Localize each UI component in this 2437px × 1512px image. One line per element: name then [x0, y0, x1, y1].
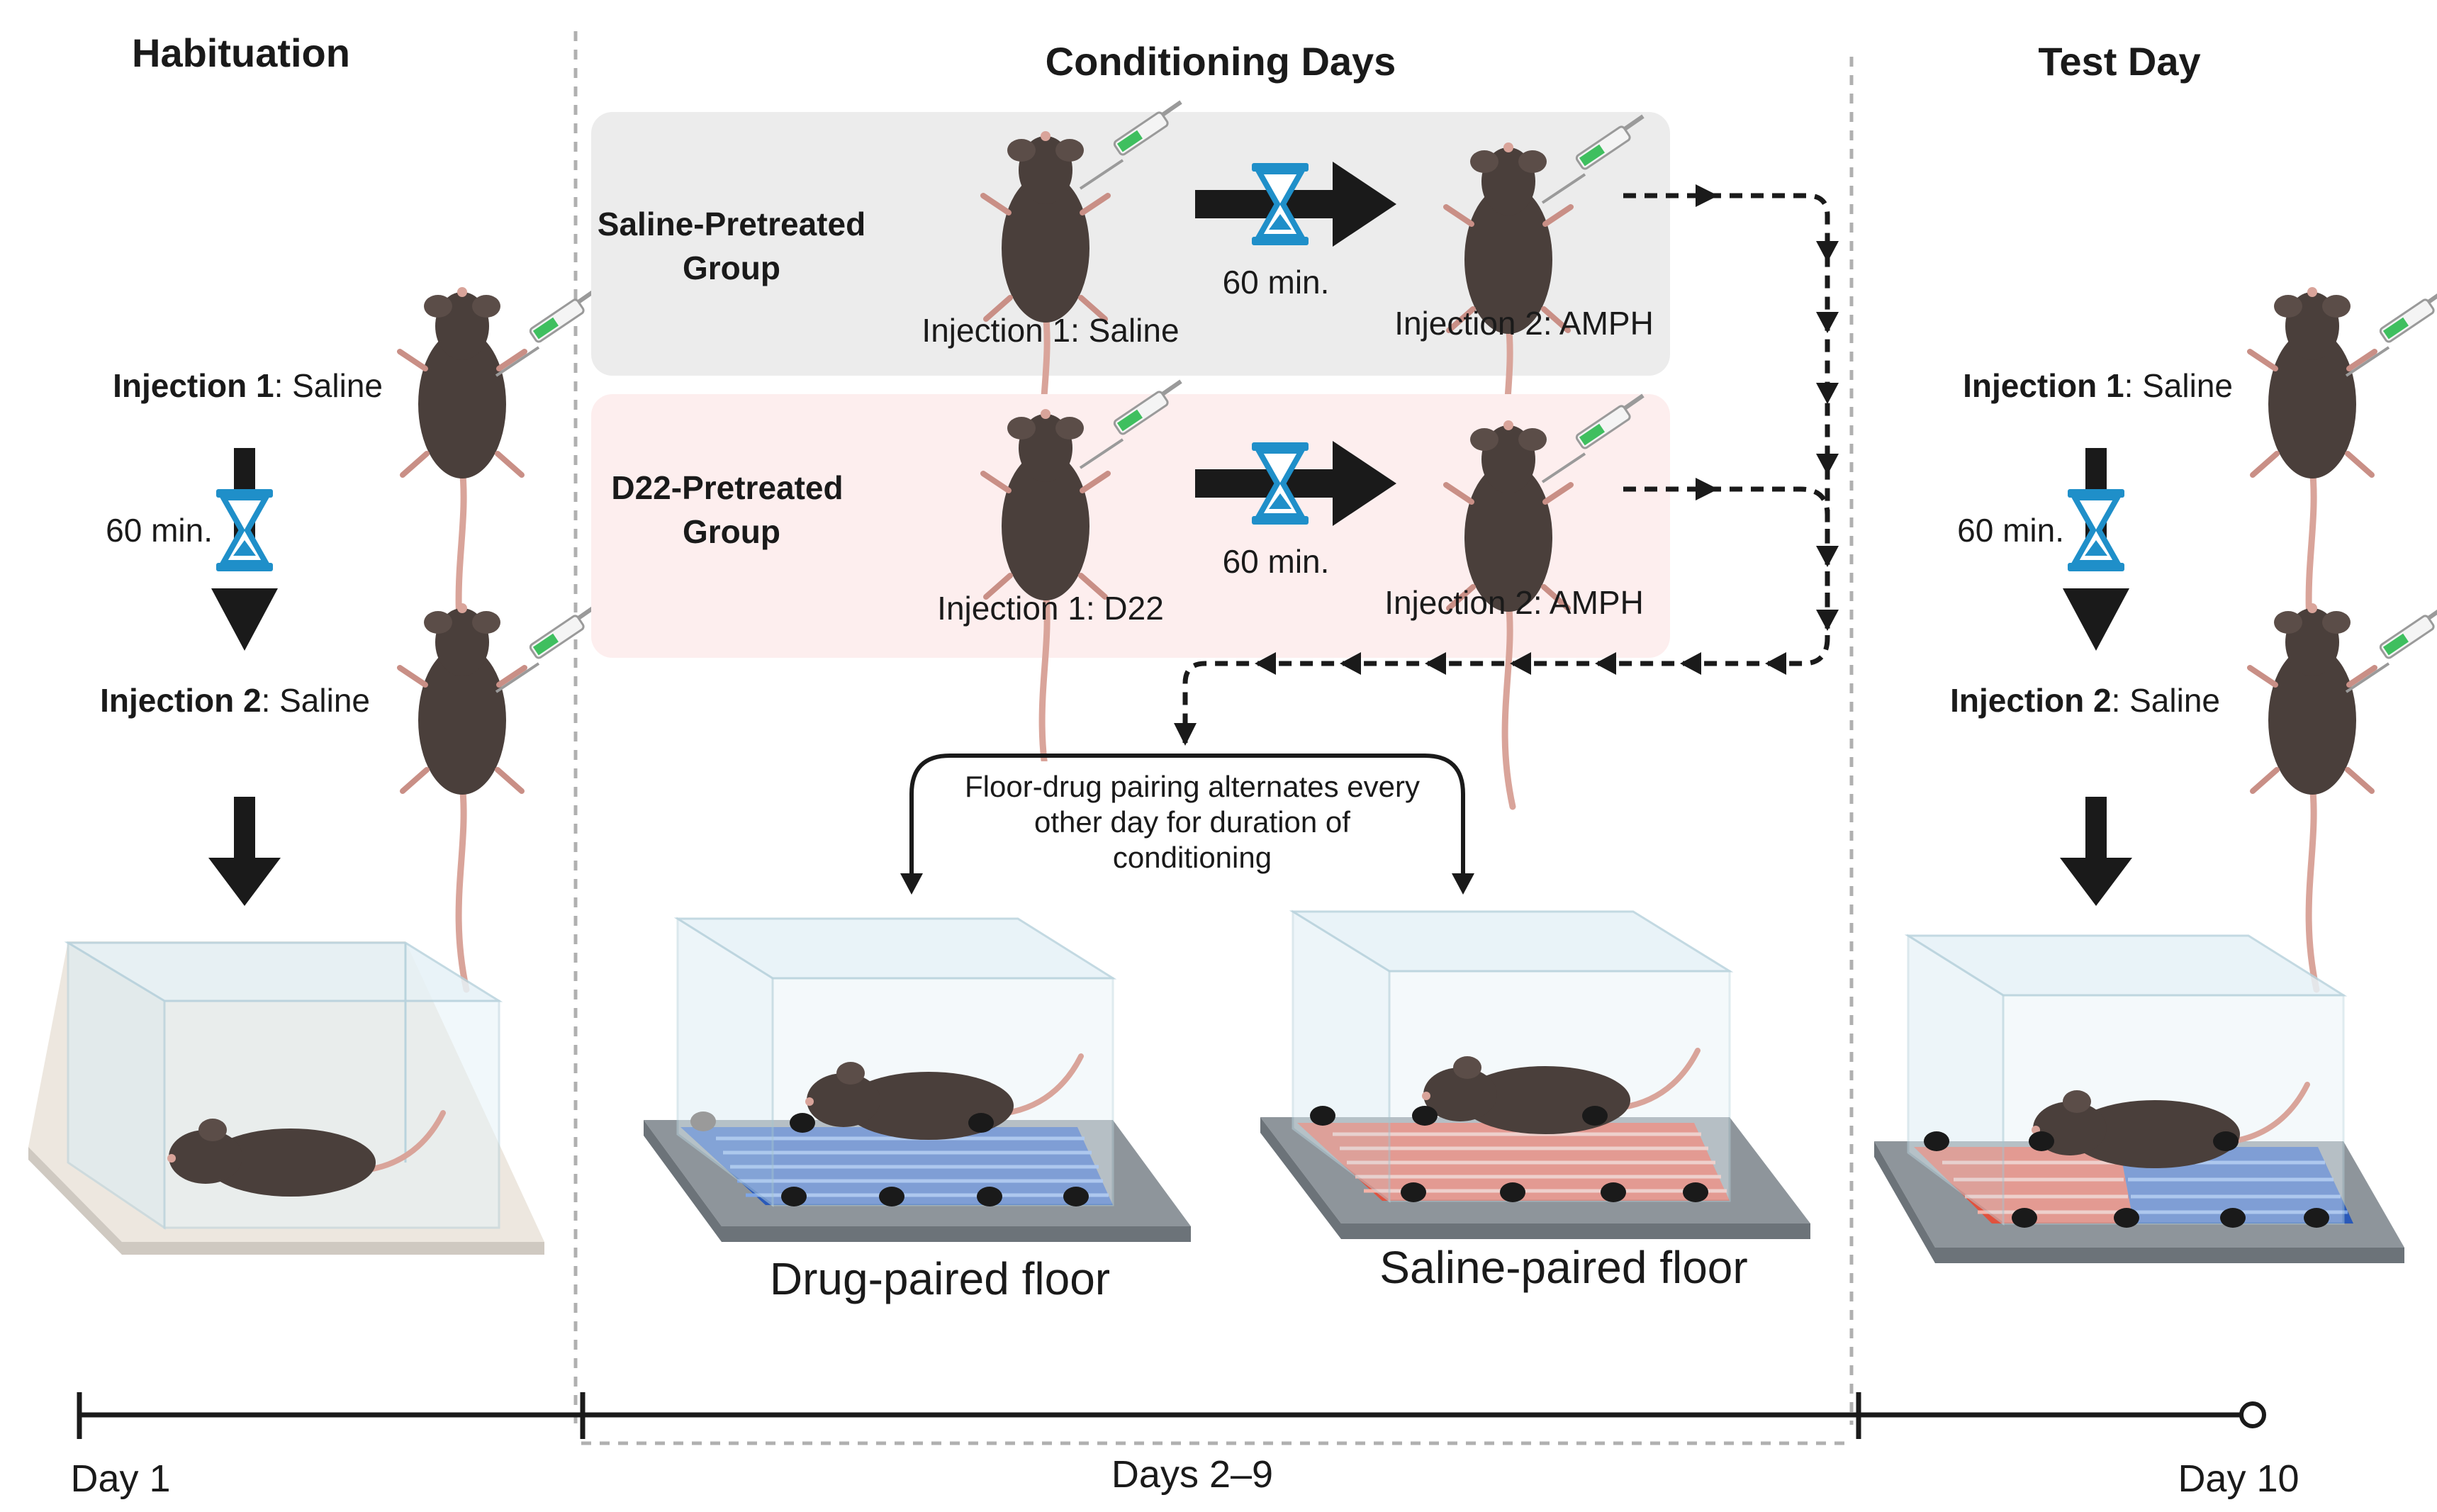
saline-wait-label: 60 min. [1223, 264, 1330, 301]
svg-text:Injection 1: Saline: Injection 1: Saline [113, 367, 383, 404]
test-wait-label: 60 min. [1957, 512, 2064, 549]
timeline-day1-label: Day 1 [70, 1457, 170, 1500]
habituation-cage [28, 941, 544, 1255]
test-arrow-head [2063, 588, 2129, 651]
pairing-arrow-right [1452, 873, 1474, 895]
d22-wait-arrow-head [1333, 441, 1396, 526]
timeline-day10-label: Day 10 [2178, 1457, 2299, 1500]
pairing-arrow-left [900, 873, 923, 895]
habituation-injection-2: Injection 2: Saline [100, 682, 370, 719]
pairing-note-bg [947, 761, 1429, 875]
saline-wait-arrow-head [1333, 162, 1396, 247]
test-hourglass-icon [2068, 489, 2124, 571]
pairing-note-line2: other day for duration of [1034, 805, 1350, 839]
svg-text:Injection 1: Saline: Injection 1: Saline [1963, 367, 2233, 404]
svg-text:Injection 2: Saline: Injection 2: Saline [100, 682, 370, 719]
saline-group-label-1: Saline-Pretreated [598, 206, 865, 242]
timeline [77, 1392, 2266, 1439]
svg-text:Injection 2: Saline: Injection 2: Saline [1950, 682, 2220, 719]
drug-floor-label: Drug-paired floor [770, 1253, 1110, 1304]
pairing-note-line3: conditioning [1113, 841, 1272, 874]
d22-group-label-1: D22-Pretreated [611, 469, 843, 506]
d22-group-label-2: Group [683, 513, 780, 550]
saline-floor-label: Saline-paired floor [1379, 1242, 1747, 1293]
test-inj2-bold: Injection 2 [1950, 682, 2111, 719]
test-arrow2-shaft [2085, 797, 2107, 861]
test-cage [1874, 934, 2404, 1263]
section-title-conditioning: Conditioning Days [1046, 39, 1396, 84]
hab-mouse-2-icon [400, 603, 525, 990]
pairing-bracket [909, 754, 1465, 879]
timeline-days-mid-label: Days 2–9 [1111, 1453, 1273, 1496]
drug-paired-cage [644, 917, 1191, 1242]
hab-arrow2-head [208, 858, 281, 906]
hab-inj1-bold: Injection 1 [113, 367, 274, 404]
d22-inj2-label: Injection 2: AMPH [1384, 584, 1644, 621]
hab-inj2-bold: Injection 2 [100, 682, 261, 719]
saline-wait-arrow-shaft [1195, 190, 1337, 218]
d22-group-panel [591, 394, 1670, 658]
habituation-injection-1: Injection 1: Saline [113, 367, 383, 404]
test-injection-1: Injection 1: Saline [1963, 367, 2233, 404]
d22-wait-label: 60 min. [1223, 543, 1330, 580]
hab-arrow2-shaft [234, 797, 255, 861]
test-inj2-rest: : Saline [2112, 682, 2220, 719]
pairing-note-line1: Floor-drug pairing alternates every [965, 770, 1420, 803]
test-inj1-bold: Injection 1 [1963, 367, 2124, 404]
flow-arrowheads [1174, 184, 1839, 746]
timeline-end-marker [2239, 1401, 2266, 1428]
hab-wait-label: 60 min. [106, 512, 213, 549]
test-arrow2-head [2060, 858, 2132, 906]
flow-dashed-arrows [1182, 193, 1830, 743]
d22-wait-arrow-shaft [1195, 469, 1337, 498]
hab-arrow-head [211, 588, 278, 651]
section-title-test: Test Day [2038, 39, 2200, 84]
hab-inj1-rest: : Saline [274, 367, 383, 404]
saline-inj2-label: Injection 2: AMPH [1394, 305, 1654, 342]
test-mouse-2-icon [2250, 603, 2375, 990]
hab-inj2-rest: : Saline [262, 682, 370, 719]
saline-group-panel [591, 112, 1670, 376]
saline-inj1-label: Injection 1: Saline [921, 312, 1179, 349]
d22-inj1-label: Injection 1: D22 [937, 590, 1164, 627]
section-title-habituation: Habituation [132, 30, 350, 75]
hab-hourglass-icon [216, 489, 273, 571]
test-inj1-rest: : Saline [2124, 367, 2233, 404]
test-injection-2: Injection 2: Saline [1950, 682, 2220, 719]
saline-paired-cage [1260, 909, 1810, 1239]
saline-group-label-2: Group [683, 250, 780, 286]
